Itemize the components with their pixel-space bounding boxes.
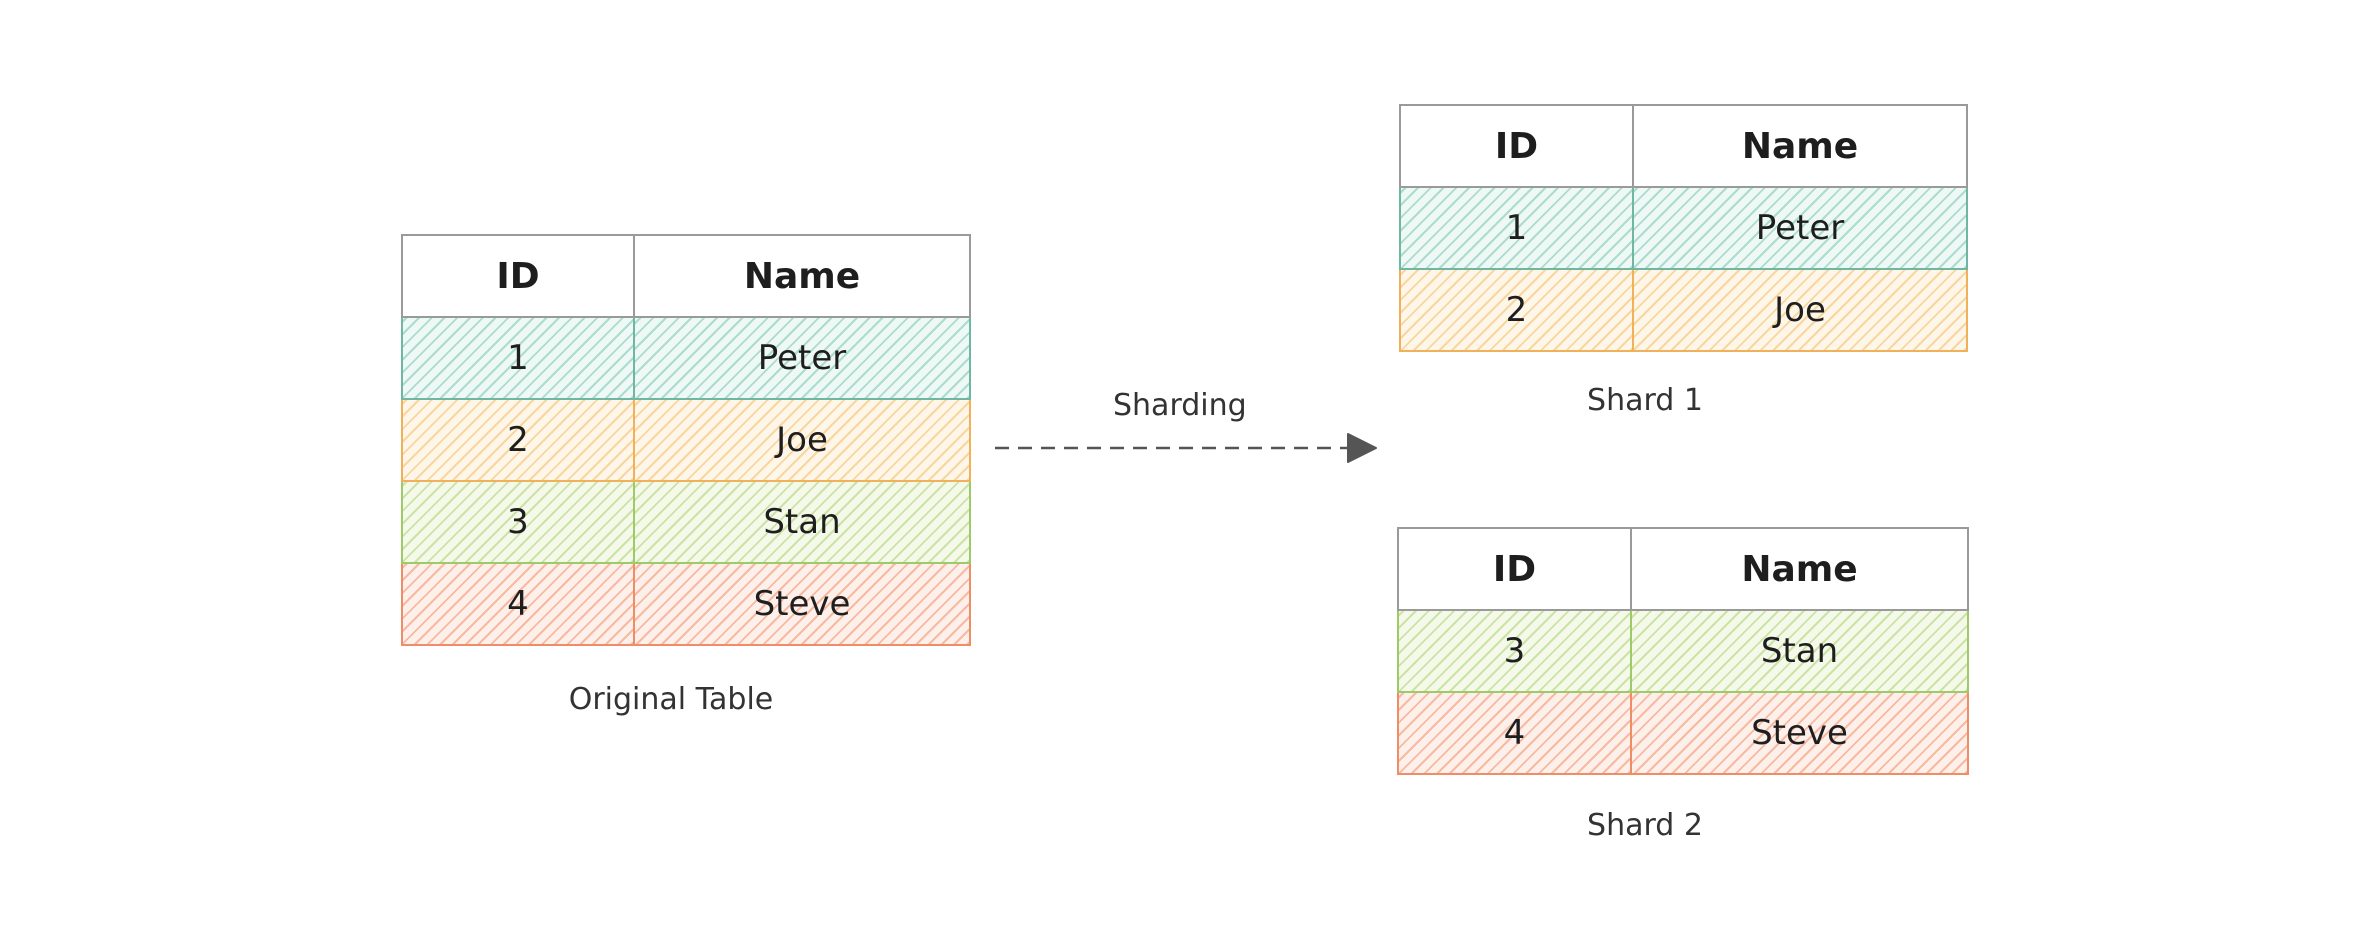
shard1-caption: Shard 1 [1587,383,1703,418]
sharding-label: Sharding [1113,388,1247,423]
shard2-caption: Shard 2 [1587,808,1703,843]
cell-name: Stan [1630,609,1969,693]
cell-id: 1 [401,316,635,400]
cell-id: 3 [1397,609,1632,693]
cell-name: Steve [633,562,971,646]
cell-id: 2 [401,398,635,482]
table-row: 2 Joe [401,398,971,482]
cell-id: 2 [1399,268,1634,352]
cell-name: Joe [1632,268,1968,352]
header-id: ID [1399,104,1634,188]
cell-name: Joe [633,398,971,482]
header-name: Name [1630,527,1969,611]
table-row: 4 Steve [401,562,971,646]
table-header-row: ID Name [1399,104,1968,188]
shard1-table: ID Name 1 Peter 2 Joe [1399,104,1968,352]
original-table-caption: Original Table [568,682,774,717]
cell-name: Steve [1630,691,1969,775]
table-row: 2 Joe [1399,268,1968,352]
table-row: 3 Stan [401,480,971,564]
cell-id: 1 [1399,186,1634,270]
header-name: Name [1632,104,1968,188]
cell-id: 4 [1397,691,1632,775]
header-id: ID [401,234,635,318]
cell-name: Peter [1632,186,1968,270]
cell-name: Peter [633,316,971,400]
cell-id: 3 [401,480,635,564]
table-row: 1 Peter [401,316,971,400]
table-header-row: ID Name [1397,527,1969,611]
cell-id: 4 [401,562,635,646]
table-row: 3 Stan [1397,609,1969,693]
header-name: Name [633,234,971,318]
table-header-row: ID Name [401,234,971,318]
table-row: 4 Steve [1397,691,1969,775]
cell-name: Stan [633,480,971,564]
shard2-table: ID Name 3 Stan 4 Steve [1397,527,1969,775]
original-table: ID Name 1 Peter 2 Joe 3 Stan 4 Steve [401,234,971,646]
header-id: ID [1397,527,1632,611]
table-row: 1 Peter [1399,186,1968,270]
